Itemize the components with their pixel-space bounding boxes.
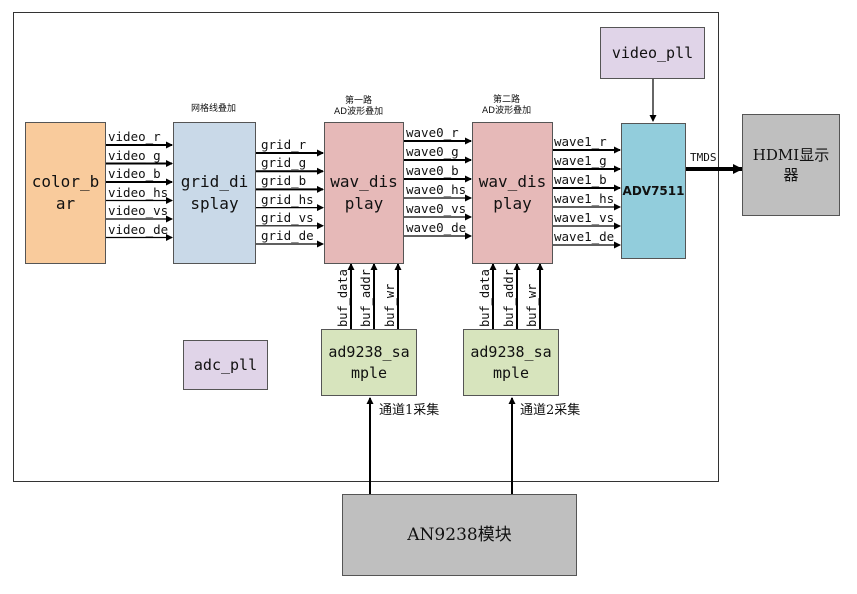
- system-boundary: [13, 12, 719, 482]
- signal-label-video-vs: video_vs: [108, 203, 169, 218]
- wave1-signal-wires: [553, 146, 621, 249]
- channel1-overlay-caption: 第一路 AD波形叠加: [334, 96, 384, 117]
- signal-label-grid-r: grid_r: [261, 137, 307, 152]
- signal-label-wave0-b: wave0_b: [406, 163, 459, 178]
- signal-label-video-b: video_b: [108, 166, 161, 181]
- signal-label-video-hs: video_hs: [108, 184, 169, 200]
- grid-display-block: grid_di splay: [173, 122, 256, 264]
- hdmi-display-block: HDMI显示 器: [742, 114, 840, 216]
- signal-label-wave1-vs: wave1_vs: [554, 210, 615, 225]
- signal-label-wave0-g: wave0_g: [406, 144, 459, 159]
- signal-label-buf-wr: buf_wr: [383, 283, 397, 327]
- wav-display-block-1: wav_dis play: [324, 122, 404, 264]
- ad9238-sample-label-1: ad9238_sa mple: [328, 343, 410, 382]
- adv7511-label: ADV7511: [622, 183, 685, 198]
- ad9238-sample-block-2: ad9238_sa mple: [463, 329, 559, 396]
- tmds-label: TMDS: [690, 151, 717, 164]
- video-signal-wires: [106, 141, 173, 241]
- grid-signal-wires: [256, 149, 324, 248]
- signal-label-wave1-hs: wave1_hs: [554, 191, 615, 206]
- channel2-overlay-caption: 第二路 AD波形叠加: [482, 95, 532, 116]
- ad9238-sample-label-2: ad9238_sa mple: [470, 343, 552, 382]
- channel1-note: 通道1采集: [379, 403, 440, 418]
- an9238-module-block: AN9238模块: [342, 494, 577, 576]
- signal-label-video-g: video_g: [108, 147, 161, 163]
- signal-label-video-de: video_de: [108, 221, 169, 237]
- signal-label-wave0-de: wave0_de: [406, 220, 467, 235]
- channel2-note: 通道2采集: [520, 403, 581, 418]
- wav-display-label-1: wav_dis play: [330, 172, 398, 213]
- adc-pll-label: adc_pll: [193, 355, 258, 374]
- signal-label-buf-data: buf_data: [336, 269, 350, 327]
- grid-display-label: grid_di splay: [180, 172, 249, 213]
- signal-label-buf-addr: buf_addr: [502, 269, 516, 327]
- signal-label-wave0-vs: wave0_vs: [406, 201, 467, 216]
- signal-label-wave1-r: wave1_r: [554, 134, 607, 149]
- adc-pll-block: adc_pll: [183, 340, 268, 390]
- video-pll-block: video_pll: [600, 27, 705, 79]
- wav-display-label-2: wav_dis play: [478, 172, 547, 213]
- color-bar-block: color_b ar: [25, 122, 106, 264]
- signal-label-buf-addr: buf_addr: [359, 269, 373, 327]
- signal-label-grid-vs: grid_vs: [261, 209, 314, 225]
- signal-label-grid-hs: grid_hs: [261, 191, 314, 207]
- color-bar-label: color_b ar: [31, 172, 100, 213]
- signal-label-wave0-hs: wave0_hs: [406, 182, 467, 197]
- signal-label-buf-data: buf_data: [478, 269, 492, 327]
- signal-label-wave1-b: wave1_b: [554, 172, 607, 187]
- signal-label-grid-g: grid_g: [261, 155, 307, 171]
- signal-label-video-r: video_r: [108, 129, 161, 144]
- video-pll-label: video_pll: [611, 43, 694, 62]
- an9238-module-label: AN9238模块: [407, 524, 512, 545]
- signal-label-wave0-r: wave0_r: [406, 125, 459, 140]
- buf-wires-channel1: [347, 263, 402, 329]
- buf-wires-channel2: [489, 263, 544, 329]
- ad9238-sample-block-1: ad9238_sa mple: [321, 329, 417, 396]
- signal-label-wave1-de: wave1_de: [554, 229, 615, 244]
- hdmi-display-label: HDMI显示 器: [752, 145, 830, 184]
- signal-label-grid-de: grid_de: [261, 228, 314, 243]
- wave0-signal-wires: [404, 137, 472, 240]
- adv7511-block: ADV7511: [621, 123, 686, 259]
- wav-display-block-2: wav_dis play: [472, 122, 553, 264]
- grid-overlay-caption: 网格线叠加: [191, 104, 237, 114]
- signal-label-grid-b: grid_b: [261, 173, 307, 189]
- signal-label-wave1-g: wave1_g: [554, 153, 607, 168]
- signal-label-buf-wr: buf_wr: [525, 283, 539, 327]
